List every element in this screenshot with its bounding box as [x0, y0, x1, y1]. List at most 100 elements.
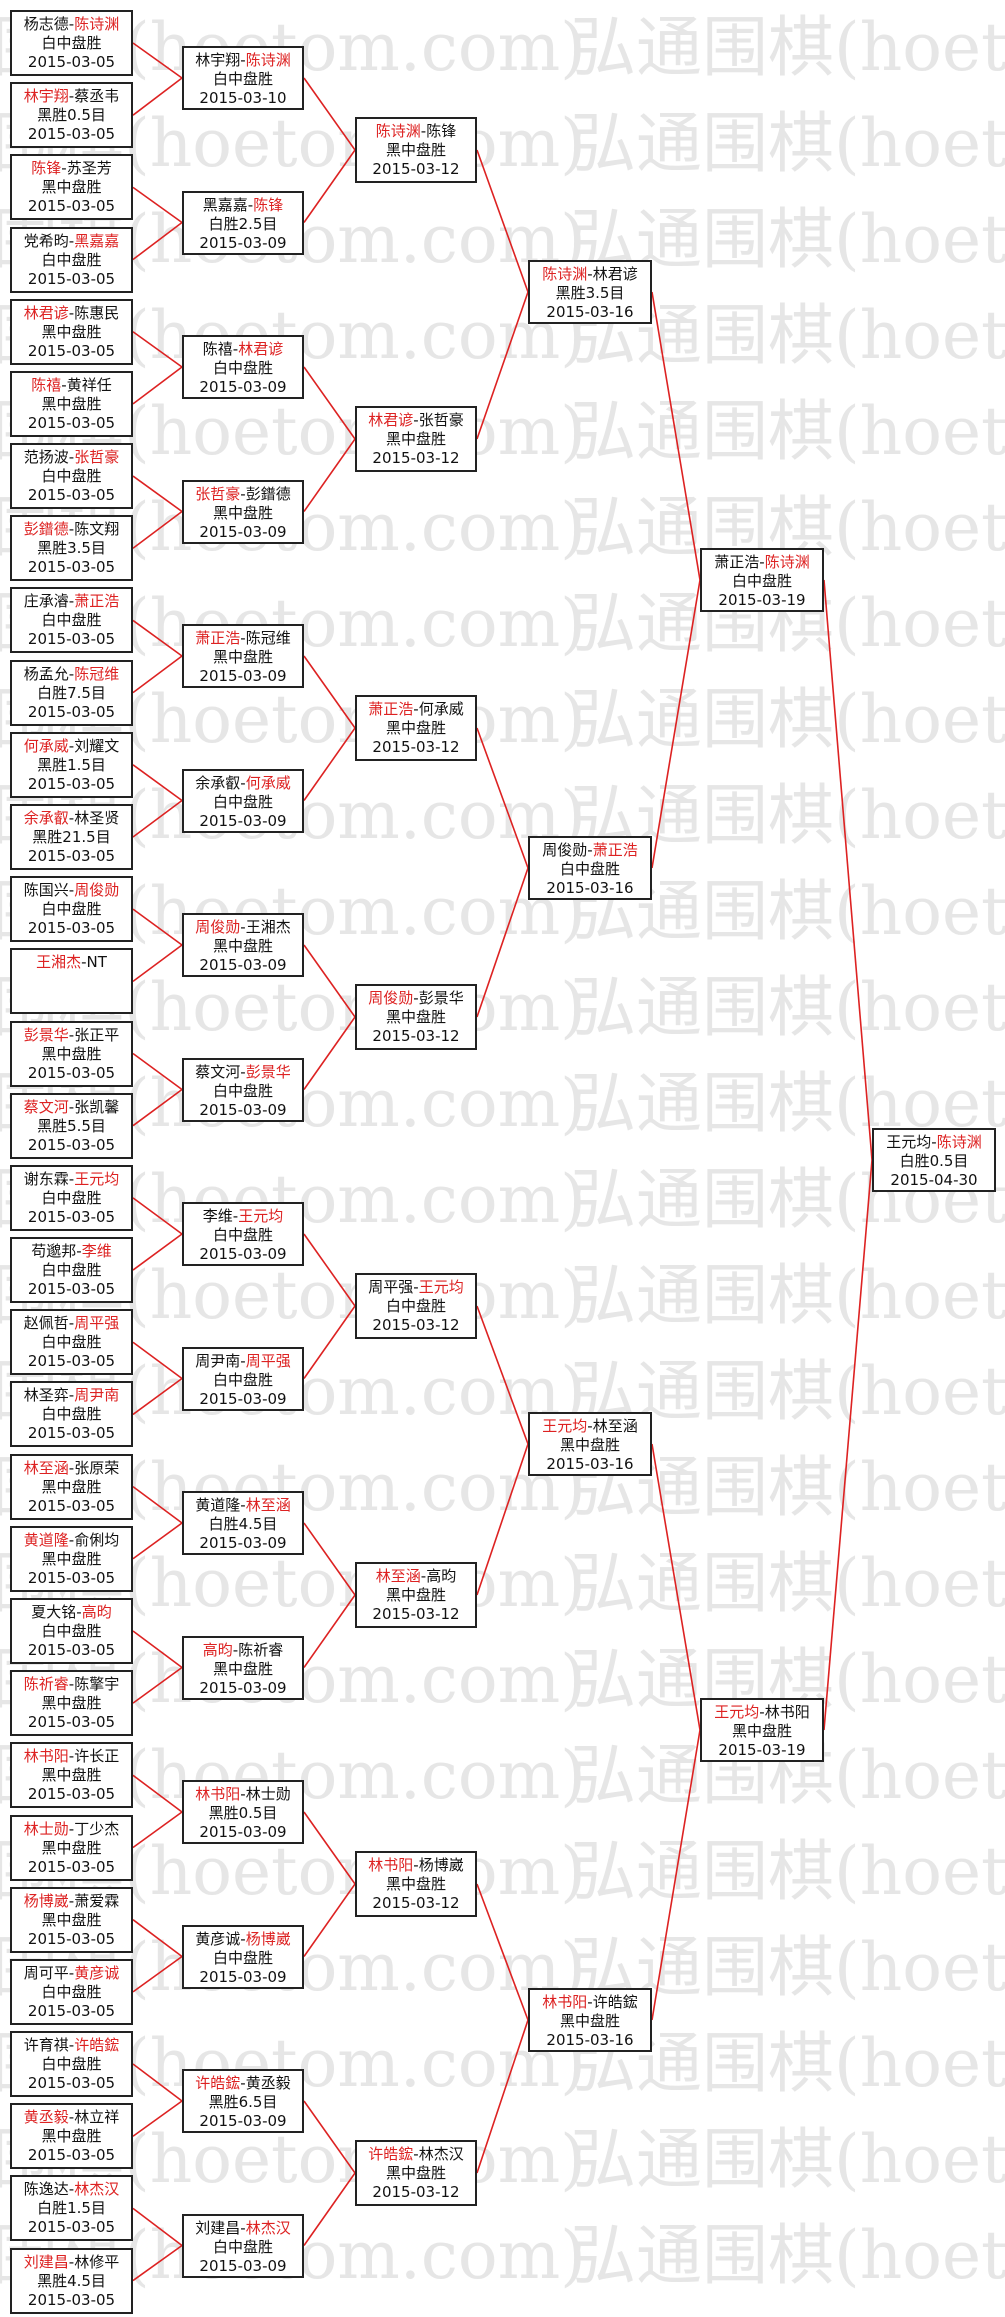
player-black: 萧正浩 — [195, 629, 241, 647]
player-white: 彭景华 — [245, 1063, 291, 1081]
match-players: 周俊勋-彭景华 — [368, 989, 464, 1007]
player-black: 刘建昌 — [23, 2253, 69, 2271]
player-white: 陈文翔 — [74, 520, 120, 538]
match-players: 萧正浩-陈诗渊 — [714, 553, 810, 571]
match-date: 2015-03-09 — [199, 1534, 287, 1552]
connector-line — [303, 438, 356, 512]
player-white: 张哲豪 — [418, 411, 464, 429]
connector-line — [132, 186, 183, 224]
connector-line — [303, 655, 356, 729]
match-players: 范扬波-张哲豪 — [23, 448, 120, 466]
player-black: 党希昀 — [23, 232, 69, 250]
connector-line — [132, 799, 183, 838]
match-players: 许皓鋐-林杰汉 — [368, 2145, 464, 2163]
connector-line — [132, 1088, 183, 1127]
match-date: 2015-03-05 — [27, 1930, 116, 1948]
player-black: 余承叡 — [195, 774, 241, 792]
match-players: 许皓鋐-黄丞毅 — [195, 2074, 291, 2092]
match-players: 蔡文河-彭景华 — [195, 1063, 291, 1081]
player-black: 周可平 — [23, 1964, 69, 1982]
player-white: 许皓鋐 — [74, 2036, 120, 2054]
match-result: 黑中盘胜 — [212, 648, 273, 666]
player-white: 俞俐均 — [74, 1531, 120, 1549]
player-black: 黑嘉嘉 — [202, 196, 248, 214]
match-date: 2015-03-12 — [372, 738, 460, 756]
player-white: 杨博崴 — [245, 1930, 291, 1948]
match-result: 白中盘胜 — [41, 1983, 102, 2001]
player-white: 林圣贤 — [74, 809, 120, 827]
connector-line — [132, 1774, 183, 1813]
round-of-64-match-box: 王湘杰-NT — [10, 948, 133, 1014]
match-result: 黑中盘胜 — [212, 1660, 273, 1678]
match-date: 2015-03-09 — [199, 378, 287, 396]
player-white: 苏圣芳 — [66, 159, 112, 177]
match-date: 2015-03-05 — [27, 1136, 116, 1154]
match-result: 白中盘胜 — [212, 1371, 273, 1389]
match-date: 2015-03-09 — [199, 1245, 287, 1263]
match-result: 黑中盘胜 — [41, 1694, 102, 1712]
player-black: 林至涵 — [23, 1459, 69, 1477]
watermark-text: 弘通围棋(hoetom.com) — [570, 2121, 1005, 2198]
player-black: 苟邈邦 — [31, 1242, 77, 1260]
player-white: 许皓鋐 — [592, 1993, 638, 2011]
match-players: 黄道隆-俞俐均 — [23, 1531, 120, 1549]
player-white: 林士勋 — [245, 1785, 291, 1803]
player-black: 周俊勋 — [195, 918, 241, 936]
player-white: 林修平 — [74, 2253, 120, 2271]
player-white: 陈诗渊 — [764, 553, 810, 571]
connector-line — [132, 1919, 183, 1958]
match-players: 王元均-林至涵 — [542, 1417, 638, 1435]
match-date: 2015-03-10 — [199, 89, 287, 107]
match-result: 白胜0.5目 — [899, 1152, 969, 1170]
connector-line — [303, 727, 356, 801]
match-date: 2015-03-09 — [199, 812, 287, 830]
player-black: 黄道隆 — [195, 1496, 241, 1514]
player-white: 林至涵 — [245, 1496, 291, 1514]
match-players: 林书阳-许长正 — [23, 1747, 120, 1765]
player-black: 周平强 — [368, 1278, 414, 1296]
match-players: 刘建昌-林修平 — [23, 2253, 120, 2271]
match-result: 黑中盘胜 — [385, 141, 446, 159]
connector-line — [476, 1443, 529, 1596]
connector-line — [303, 1522, 356, 1596]
player-black: 萧正浩 — [368, 700, 414, 718]
match-players: 林书阳-林士勋 — [195, 1785, 291, 1803]
player-white: 萧正浩 — [592, 841, 638, 859]
match-players: 陈诗渊-陈锋 — [375, 122, 457, 140]
match-date: 2015-03-05 — [27, 1858, 116, 1876]
match-result: 黑中盘胜 — [41, 1045, 102, 1063]
match-date: 2015-03-16 — [546, 879, 634, 897]
match-players: 党希昀-黑嘉嘉 — [23, 232, 120, 250]
player-white: 何承威 — [245, 774, 291, 792]
connector-line — [303, 1305, 356, 1379]
match-result: 黑中盘胜 — [41, 2127, 102, 2145]
player-black: 周俊勋 — [368, 989, 414, 1007]
match-date: 2015-03-05 — [27, 1352, 116, 1370]
match-result: 白中盘胜 — [41, 1405, 102, 1423]
match-result: 白中盘胜 — [41, 34, 102, 52]
match-date: 2015-03-09 — [199, 1679, 287, 1697]
connector-line — [132, 2207, 183, 2247]
watermark-text: 弘通围棋(hoetom.com) — [570, 2217, 1005, 2294]
connector-line — [476, 291, 529, 440]
connector-line — [476, 867, 529, 1018]
match-players: 林圣弈-周尹南 — [23, 1386, 120, 1404]
connector-line — [651, 1729, 701, 2021]
player-white: 周俊勋 — [74, 881, 120, 899]
player-white: 陈诗渊 — [245, 51, 291, 69]
match-date: 2015-03-09 — [199, 523, 287, 541]
